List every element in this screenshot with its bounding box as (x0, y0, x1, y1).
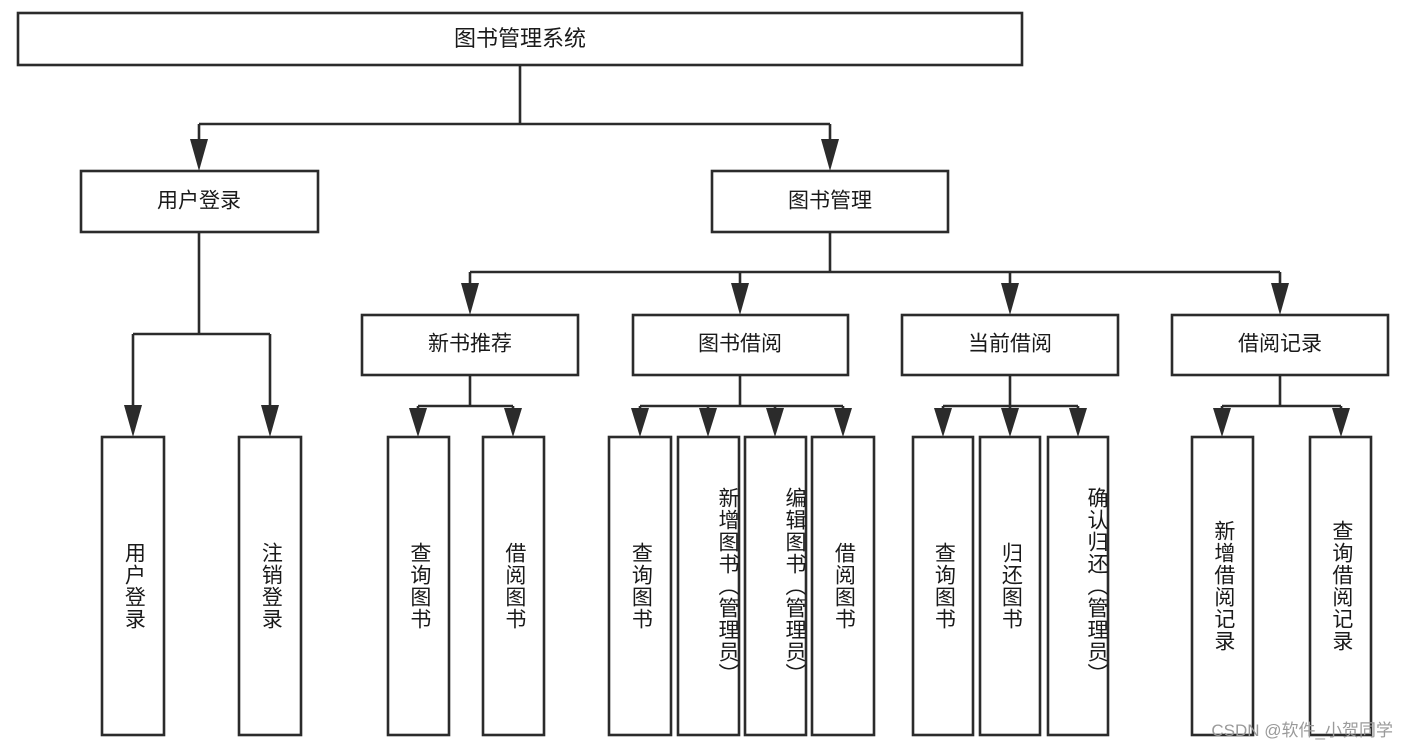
leaf-box-edit-book[interactable] (743, 435, 808, 737)
arrowhead-leaf-edit-book (766, 408, 784, 437)
arrowhead-leaf-query-record (1332, 408, 1350, 437)
node-current-borrow-label: 当前借阅 (968, 333, 1052, 356)
node-user-login[interactable]: 用户登录 (79, 169, 320, 234)
csdn-watermark: CSDN @软件_小贺同学 (1211, 721, 1393, 740)
arrowhead-leaf-borrow-book-1 (504, 408, 522, 437)
arrowhead-leaf-confirm-return (1069, 408, 1087, 437)
leaf-box-return-book[interactable] (978, 435, 1042, 737)
node-borrow-record-label: 借阅记录 (1238, 333, 1322, 356)
arrowhead-leaf-borrow-book-2 (834, 408, 852, 437)
arrowhead-leaf-return-book (1001, 408, 1019, 437)
node-book-borrow-box[interactable] (631, 313, 850, 377)
node-book-management-label: 图书管理 (788, 190, 872, 213)
arrowhead-leaf-logout-login (261, 405, 279, 437)
arrowhead-leaf-add-book (699, 408, 717, 437)
leaf-box-borrow-book-2[interactable] (810, 435, 876, 737)
node-borrow-record[interactable]: 借阅记录 (1170, 313, 1390, 377)
node-new-book-recommend-box[interactable] (360, 313, 580, 377)
connector-group (124, 65, 1350, 437)
leaf-box-query-record[interactable] (1308, 435, 1373, 737)
leaf-box-user-login[interactable] (100, 435, 166, 737)
leaf-box-group (100, 435, 1373, 737)
node-current-borrow[interactable]: 当前借阅 (900, 313, 1120, 377)
arrowhead-current-borrow (1001, 283, 1019, 315)
node-root[interactable]: 图书管理系统 (16, 11, 1024, 67)
leaf-box-query-book-1[interactable] (386, 435, 451, 737)
node-root-label: 图书管理系统 (454, 26, 586, 51)
node-book-borrow[interactable]: 图书借阅 (631, 313, 850, 377)
node-new-book-recommend[interactable]: 新书推荐 (360, 313, 580, 377)
node-user-login-label: 用户登录 (157, 190, 241, 213)
arrowhead-borrow-record (1271, 283, 1289, 315)
leaf-box-confirm-return[interactable] (1046, 435, 1110, 737)
leaf-box-add-record[interactable] (1190, 435, 1255, 737)
node-new-book-recommend-label: 新书推荐 (428, 333, 512, 356)
node-book-management[interactable]: 图书管理 (710, 169, 950, 234)
arrowhead-user-login (190, 139, 208, 171)
arrowhead-leaf-query-book-2 (631, 408, 649, 437)
node-book-borrow-label: 图书借阅 (698, 333, 782, 356)
node-user-login-box[interactable] (79, 169, 320, 234)
node-current-borrow-box[interactable] (900, 313, 1120, 377)
node-root-box[interactable] (16, 11, 1024, 67)
leaf-box-logout-login[interactable] (237, 435, 303, 737)
arrowhead-book-borrow (731, 283, 749, 315)
leaf-box-query-book-2[interactable] (607, 435, 673, 737)
arrowhead-leaf-query-book-3 (934, 408, 952, 437)
leaf-box-borrow-book-1[interactable] (481, 435, 546, 737)
arrowhead-new-book-recommend (461, 283, 479, 315)
leaf-box-query-book-3[interactable] (911, 435, 975, 737)
arrowhead-book-management (821, 139, 839, 171)
arrowhead-leaf-query-book-1 (409, 408, 427, 437)
leaf-box-add-book[interactable] (676, 435, 741, 737)
node-book-management-box[interactable] (710, 169, 950, 234)
arrowhead-leaf-add-record (1213, 408, 1231, 437)
node-borrow-record-box[interactable] (1170, 313, 1390, 377)
arrowhead-leaf-user-login (124, 405, 142, 437)
